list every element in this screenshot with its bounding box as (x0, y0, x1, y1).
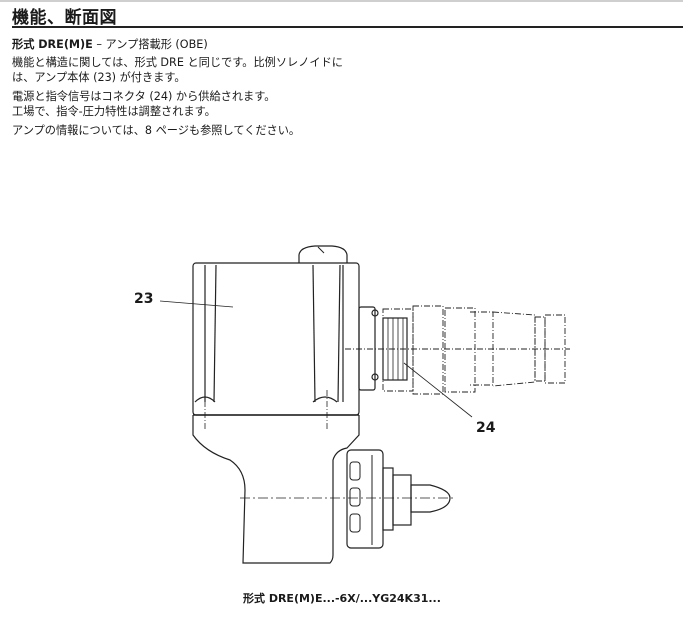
page-top-border (0, 0, 683, 2)
valve-body (192, 415, 360, 564)
amplifier-housing (192, 262, 360, 416)
knurled-nut (346, 449, 384, 549)
label-amplifier: 23 (134, 291, 154, 307)
subtitle-type: 形式 DRE(M)E (12, 38, 93, 51)
text-line: は、アンプ本体 (23) が付きます。 (12, 71, 186, 84)
leader-24 (403, 362, 473, 418)
section-title: 機能、断面図 (12, 8, 117, 28)
subtitle-rest: – アンプ搭載形 (OBE) (92, 38, 208, 51)
adjust-stem (392, 474, 412, 526)
label-connector: 24 (476, 420, 496, 436)
figure-caption: 形式 DRE(M)E...-6X/...YG24K31... (243, 592, 441, 605)
paragraph-3: アンプの情報については、8 ページも参照してください。 (12, 123, 300, 138)
dome-cap (410, 484, 451, 513)
top-screw (298, 245, 348, 263)
mating-plug-outline (345, 305, 570, 395)
text-line: 電源と指令信号はコネクタ (24) から供給されます。 (12, 90, 276, 103)
title-divider (12, 26, 683, 28)
text-line: アンプの情報については、8 ページも参照してください。 (12, 124, 301, 137)
connector-flange (358, 306, 376, 391)
subtitle: 形式 DRE(M)E – アンプ搭載形 (OBE) (12, 37, 208, 52)
paragraph-2: 電源と指令信号はコネクタ (24) から供給されます。 工場で、指令-圧力特性は… (12, 89, 275, 119)
text-line: 工場で、指令-圧力特性は調整されます。 (12, 105, 216, 118)
text-line: 機能と構造に関しては、形式 DRE と同じです。比例ソレノイドに (12, 56, 343, 69)
leader-23 (159, 300, 234, 308)
paragraph-1: 機能と構造に関しては、形式 DRE と同じです。比例ソレノイドに は、アンプ本体… (12, 55, 343, 85)
